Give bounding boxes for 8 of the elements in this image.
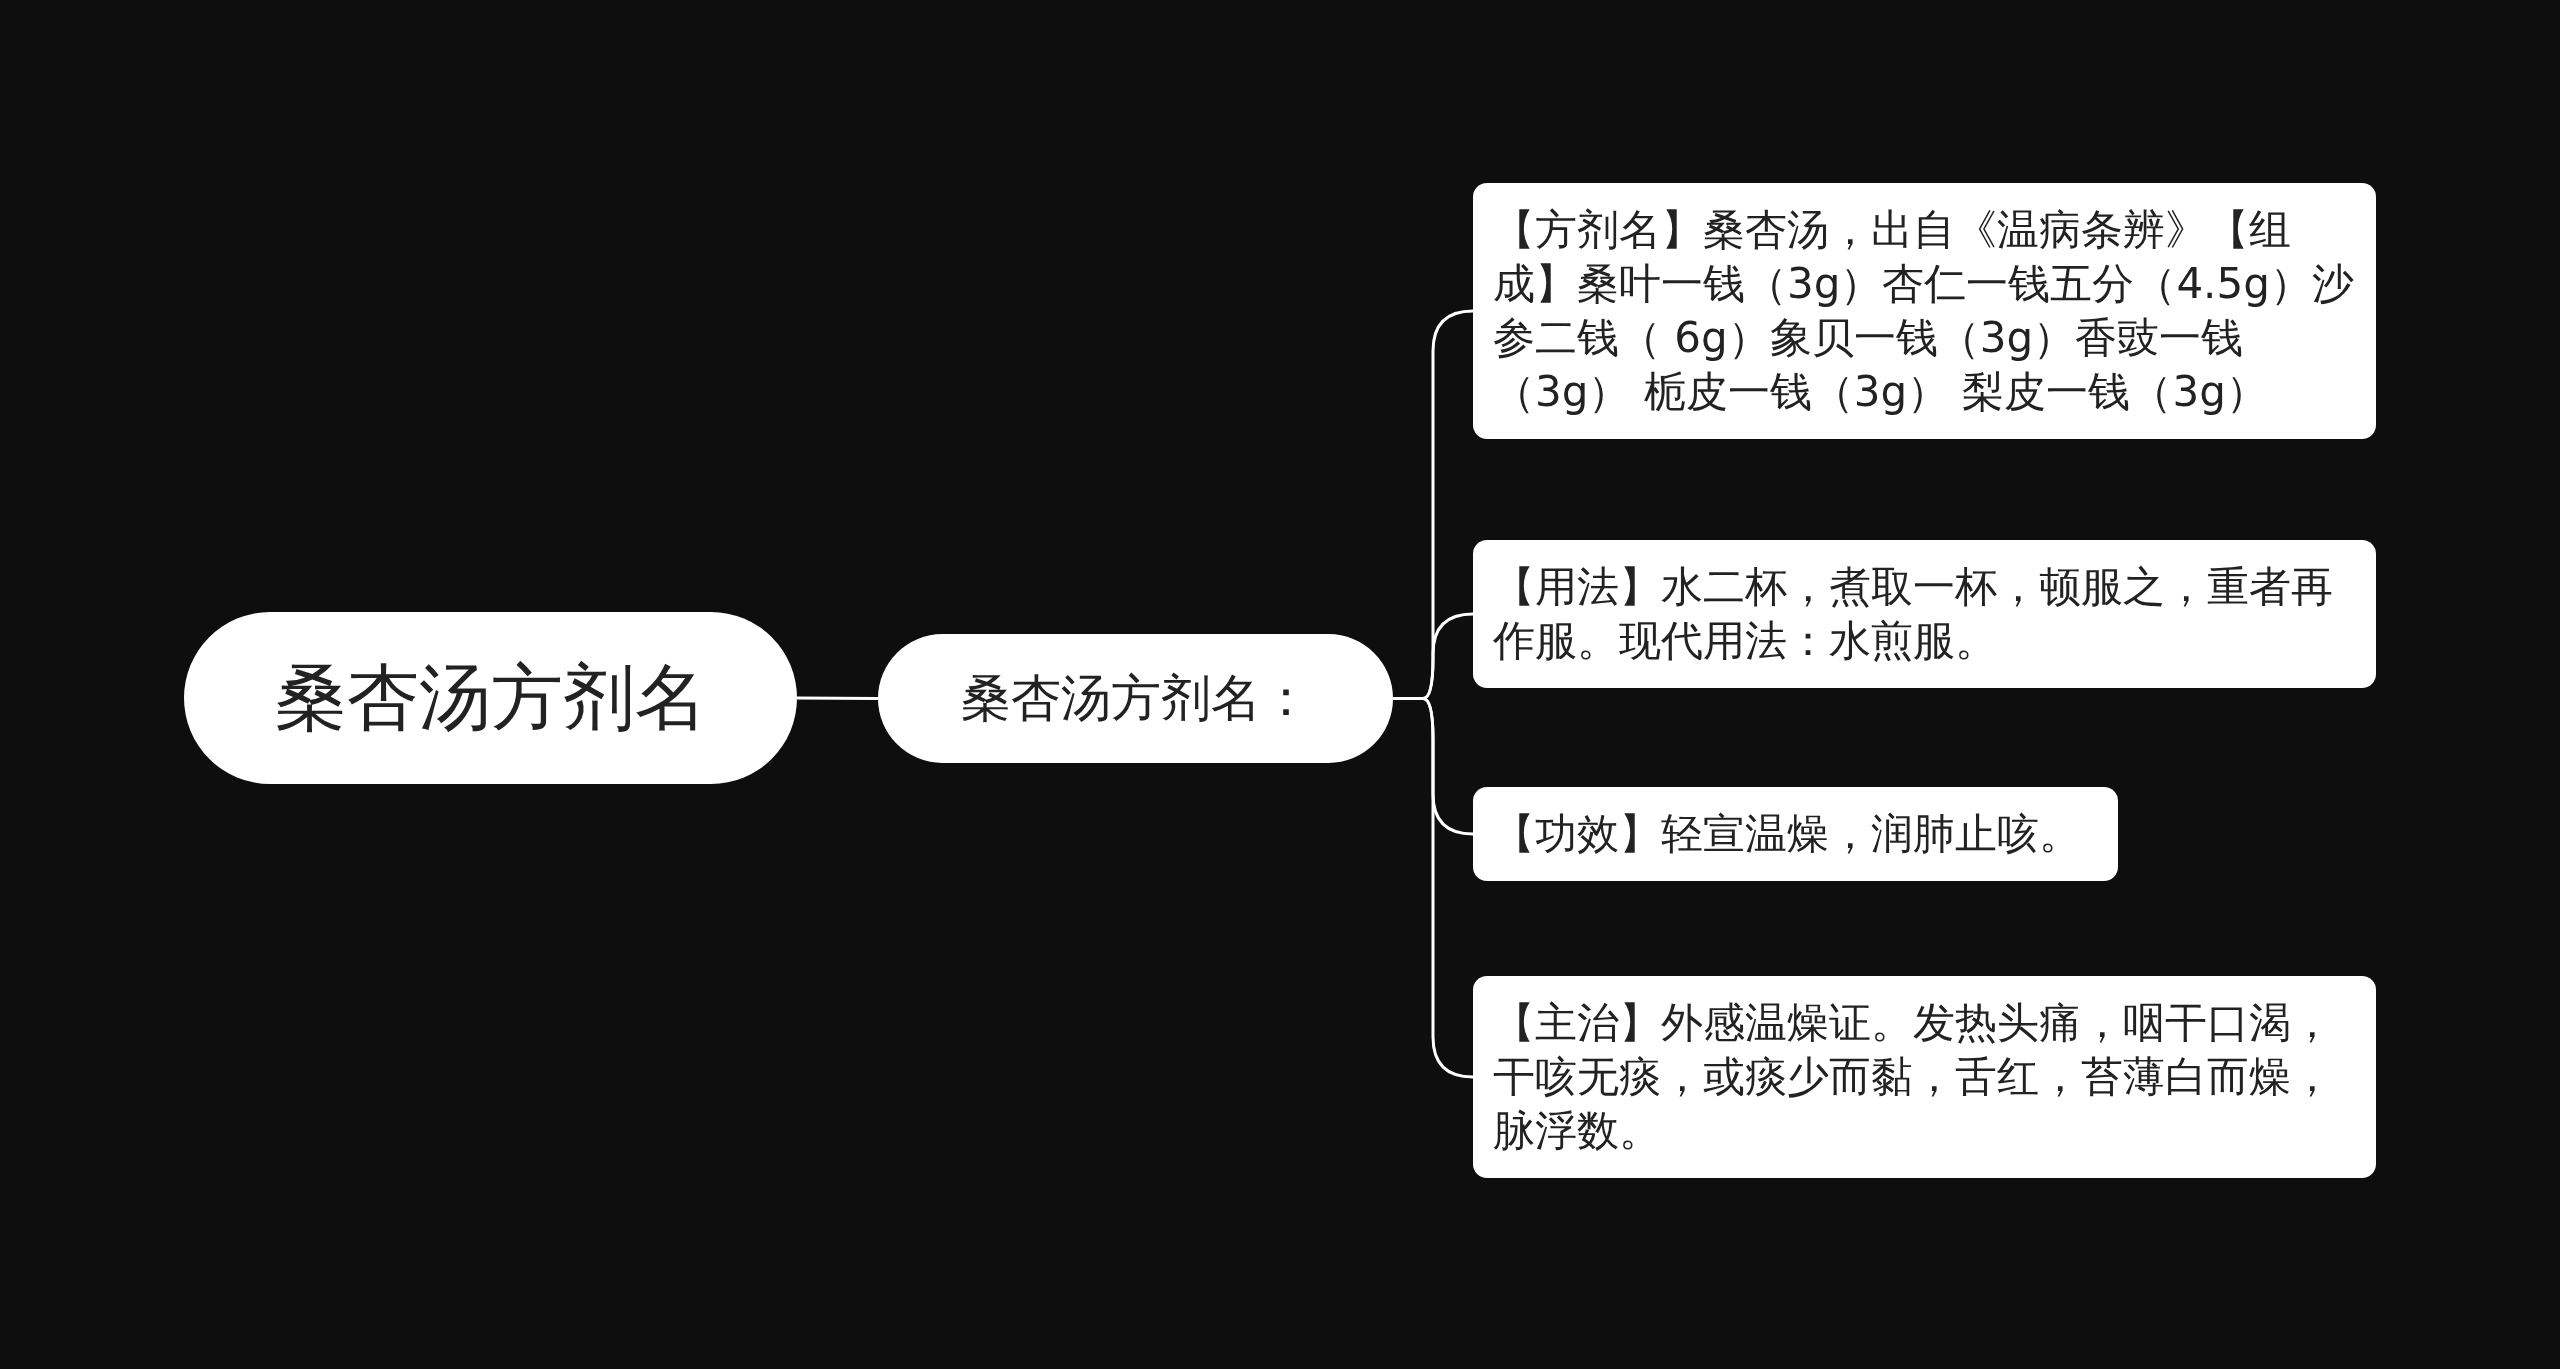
subtopic-card: 【主治】外感温燥证。发热头痛，咽干口渴，干咳无痰，或痰少而黏，舌红，苔薄白而燥，脉浮数。 <box>1473 976 2376 1178</box>
subtopic-card: 【用法】水二杯，煮取一杯，顿服之，重者再作服。现代用法：水煎服。 <box>1473 540 2376 688</box>
subtopic-card: 【功效】轻宣温燥，润肺止咳。 <box>1473 787 2118 881</box>
connector-line <box>1393 697 1474 1079</box>
connector-line <box>797 696 878 700</box>
subtopic-card: 【方剂名】桑杏汤，出自《温病条辨》【组成】桑叶一钱（3g）杏仁一钱五分（4.5g）沙参二钱（ 6g）象贝一钱（3g）香豉一钱（3g） 栀皮一钱（3g） 梨皮一钱（3g） <box>1473 183 2376 439</box>
root-topic: 桑杏汤方剂名 <box>184 612 797 784</box>
branch-topic: 桑杏汤方剂名： <box>878 634 1393 763</box>
